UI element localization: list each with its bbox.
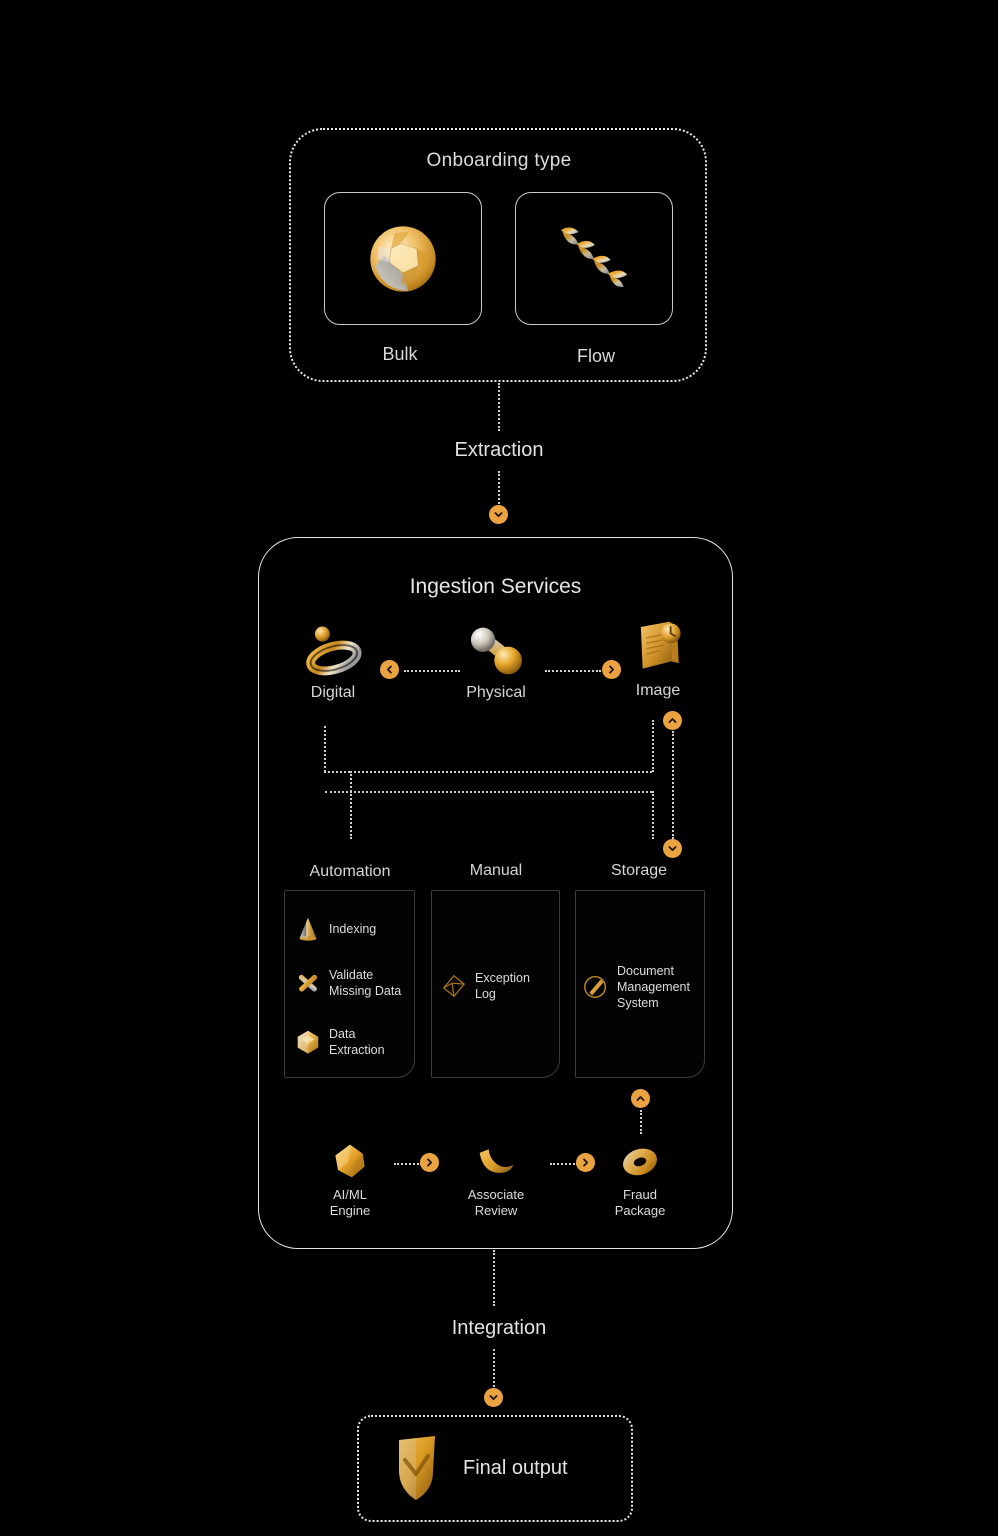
wireframe-cube-icon xyxy=(440,972,468,1000)
column-header-storage: Storage xyxy=(610,862,668,879)
onboarding-label-bulk: Bulk xyxy=(382,344,418,364)
gold-shield-icon xyxy=(389,1432,445,1504)
final-output-label: Final output xyxy=(463,1457,568,1479)
process-connector-2[interactable] xyxy=(576,1153,595,1172)
chevron-down-icon xyxy=(489,1395,498,1401)
gold-ring-icon xyxy=(273,620,393,678)
process-connector-1[interactable] xyxy=(420,1153,439,1172)
chevron-right-icon xyxy=(609,665,615,674)
route-fraud-vertical xyxy=(640,1110,642,1134)
connector-physical-image xyxy=(545,670,601,672)
list-item-indexing-label: Indexing xyxy=(329,922,377,936)
source-digital-label: Digital xyxy=(310,684,356,701)
cross-bars-icon xyxy=(294,969,322,997)
molecule-icon xyxy=(436,620,556,678)
stage-label-extraction: Extraction xyxy=(454,439,544,461)
hexagon-gem-icon xyxy=(294,1028,322,1056)
route-digital-down xyxy=(324,726,326,772)
route-storage-down xyxy=(652,791,654,839)
connector-associate-fraud xyxy=(550,1163,578,1165)
onboarding-label-flow: Flow xyxy=(576,346,615,366)
stage-label-integration: Integration xyxy=(451,1317,547,1339)
chevron-right-icon xyxy=(427,1158,433,1167)
integration-connector-bottom xyxy=(493,1349,495,1387)
final-output-box[interactable]: Final output xyxy=(357,1415,633,1522)
source-connector-right[interactable] xyxy=(602,660,621,679)
route-lower-horizontal xyxy=(325,791,652,793)
chevron-down-icon xyxy=(494,512,503,518)
source-connector-left[interactable] xyxy=(380,660,399,679)
route-image-down xyxy=(652,720,654,772)
onboarding-type-box xyxy=(289,128,707,382)
crystal-shard-icon xyxy=(295,1138,405,1182)
twisted-ribbon-icon xyxy=(560,227,628,287)
connector-digital-physical xyxy=(404,670,460,672)
integration-connector-top xyxy=(493,1250,495,1306)
chevron-up-icon xyxy=(668,718,677,724)
onboarding-option-bulk[interactable] xyxy=(324,192,482,325)
onboarding-option-flow[interactable] xyxy=(515,192,673,325)
torus-ring-icon xyxy=(585,1138,695,1182)
fraud-up-nub[interactable] xyxy=(631,1089,650,1108)
extraction-connector-top xyxy=(498,383,500,431)
ingestion-services-title: Ingestion Services xyxy=(409,575,582,598)
chevron-down-icon xyxy=(668,846,677,852)
chevron-right-icon xyxy=(583,1158,589,1167)
source-image[interactable]: Image xyxy=(598,618,718,700)
source-image-label: Image xyxy=(635,682,681,699)
gold-crescent-icon xyxy=(441,1138,551,1182)
panel-storage xyxy=(575,890,705,1078)
disc-pen-icon xyxy=(582,973,610,1001)
extraction-down-nub[interactable] xyxy=(489,505,508,524)
chevron-up-icon xyxy=(636,1096,645,1102)
onboarding-title: Onboarding type xyxy=(426,150,572,171)
column-header-automation: Automation xyxy=(309,863,391,880)
storage-down-nub[interactable] xyxy=(663,839,682,858)
route-storage-vertical xyxy=(672,731,674,839)
source-physical-label: Physical xyxy=(466,684,526,701)
image-up-nub[interactable] xyxy=(663,711,682,730)
column-header-manual: Manual xyxy=(469,862,523,879)
cone-icon xyxy=(294,915,322,943)
chevron-left-icon xyxy=(386,665,392,674)
route-digital-right xyxy=(324,771,350,773)
document-image-icon xyxy=(598,618,718,676)
route-automation-down xyxy=(350,771,352,839)
source-physical[interactable]: Physical xyxy=(436,620,556,702)
integration-down-nub[interactable] xyxy=(484,1388,503,1407)
connector-aiml-associate xyxy=(394,1163,422,1165)
route-upper-horizontal xyxy=(350,771,652,773)
source-digital[interactable]: Digital xyxy=(273,620,393,702)
faceted-sphere-icon xyxy=(370,225,436,292)
list-item-indexing[interactable]: Indexing xyxy=(294,915,376,943)
extraction-connector-bottom xyxy=(498,471,500,507)
